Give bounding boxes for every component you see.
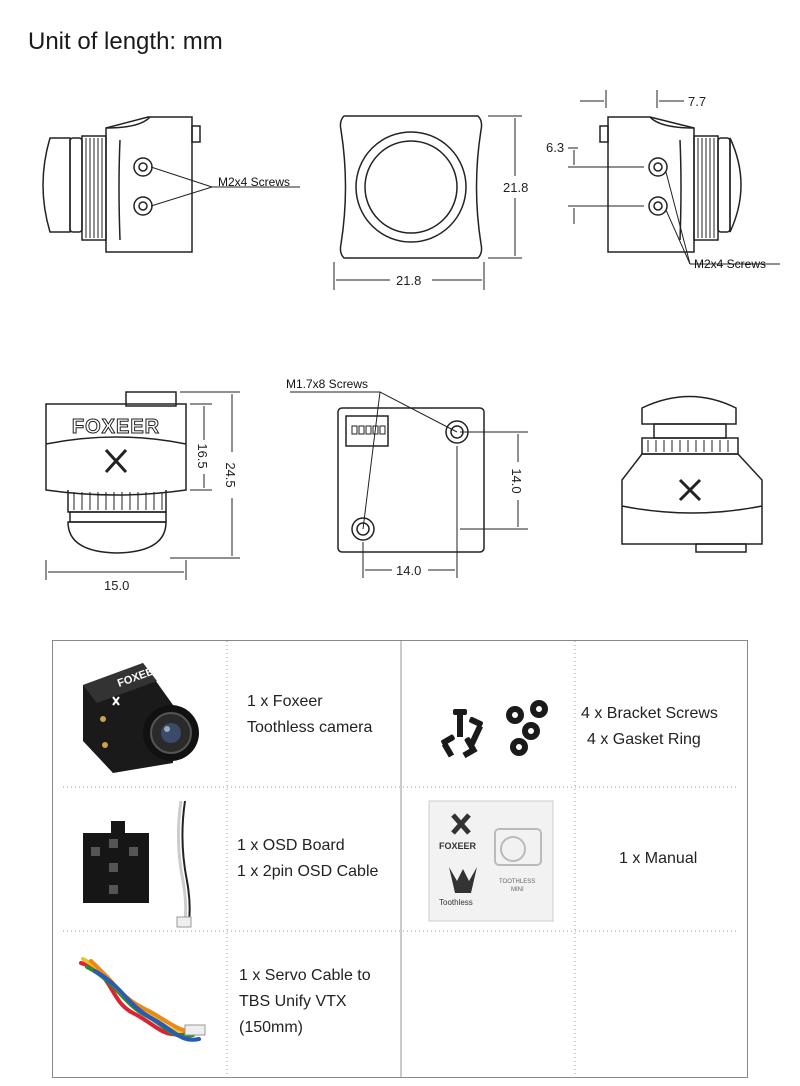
side-right-top-offset: 7.7 [688,94,706,109]
side-left-screw-label: M2x4 Screws [218,175,290,189]
side-view-left [42,116,300,253]
board-height-label: 14.0 [509,468,524,493]
front-height-label: 21.8 [503,180,528,195]
package-contents-table: FOXEER FOXEER Toot [52,640,748,1078]
package-item-manual: 1 x Manual [619,850,698,867]
board-width-label: 14.0 [396,563,421,578]
package-item-servo-cable: 1 x Servo Cable to TBS Unify VTX (150mm) [239,967,371,1036]
manual-brand: FOXEER [439,841,477,851]
camera-photo: FOXEER [83,663,199,773]
side-view-right [568,90,780,265]
package-grid-lines: FOXEER FOXEER Toot [63,641,737,1077]
side-right-screw-label: M2x4 Screws [694,257,766,271]
bracket-screws-icon [441,709,483,759]
package-item-screws: 4 x Bracket Screws 4 x Gasket Ring [581,705,718,748]
board-screw-label: M1.7x8 Screws [286,377,368,391]
manual-photo: FOXEER Toothless TOOTHLESS MINI [428,800,554,922]
package-item-camera: 1 x Foxeer Toothless camera [247,693,373,736]
manual-model-line2: MINI [511,887,524,893]
rear-width-label: 15.0 [104,578,129,593]
rear-body-height: 16.5 [195,443,210,468]
rear-brand-logo: FOXEER [72,416,160,438]
front-width-label: 21.8 [396,273,421,288]
isometric-view [621,395,763,553]
rear-total-height: 24.5 [223,462,238,487]
manual-product: Toothless [439,898,473,907]
manual-model-line1: TOOTHLESS [499,879,535,885]
side-right-side-offset: 6.3 [546,140,564,155]
front-view [333,115,522,290]
back-board-view [290,391,528,578]
technical-drawings: M2x4 Screws 21.8 21.8 7.7 6.3 M2x4 Screw… [42,90,780,593]
osd-board-photo [83,800,192,928]
package-item-osd: 1 x OSD Board 1 x 2pin OSD Cable [237,837,379,880]
page-title: Unit of length: mm [28,28,223,55]
gasket-rings-icon [506,700,548,756]
rear-view [45,391,240,580]
servo-cable-photo [79,957,206,1042]
